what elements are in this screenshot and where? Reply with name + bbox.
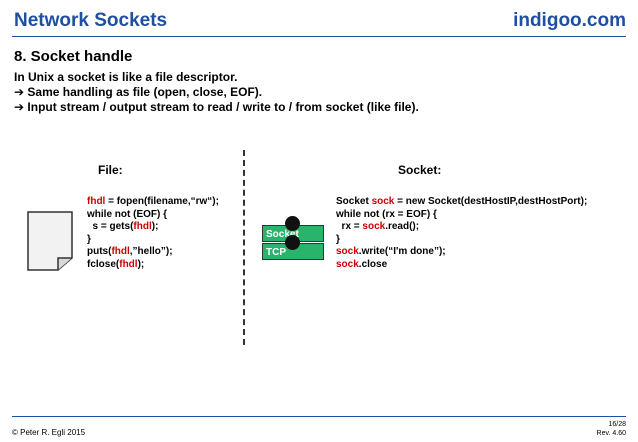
socket-code-block: Socket sock = new Socket(destHostIP,dest… <box>336 196 587 271</box>
file-handle-var: fhdl <box>133 221 152 232</box>
code-text: = new Socket(destHostIP,destHostPort); <box>394 196 588 207</box>
intro-text-line: In Unix a socket is like a file descript… <box>14 70 238 84</box>
header-divider <box>12 36 626 37</box>
file-handle-var: fhdl <box>119 258 138 270</box>
code-line: fclose(fhdl); <box>87 259 219 272</box>
file-label: File: <box>98 163 123 177</box>
copyright: © Peter R. Egli 2015 <box>12 428 86 437</box>
code-line: } <box>87 234 219 247</box>
code-text: ,”hello”); <box>129 246 173 257</box>
file-handle-var: fhdl <box>111 246 130 257</box>
page-title: Network Sockets <box>14 10 168 31</box>
code-text: rx = <box>336 221 363 232</box>
tcp-layer-label: TCP <box>266 247 286 258</box>
code-line: while not (EOF) { <box>87 209 219 222</box>
socket-layer-label: Socket <box>266 229 299 240</box>
revision: Rev. 4.60 <box>596 430 626 437</box>
document-icon <box>27 211 73 271</box>
brand-logo: indigoo.com <box>513 10 626 31</box>
code-text: .read(); <box>385 221 420 232</box>
socket-handle-var: sock <box>336 246 359 257</box>
code-line: Socket sock = new Socket(destHostIP,dest… <box>336 196 587 209</box>
code-text: ); <box>137 258 145 270</box>
intro-text-line: Same handling as file (open, close, EOF)… <box>27 85 263 99</box>
code-line: s = gets(fhdl); <box>87 221 219 234</box>
code-line: while not (rx = EOF) { <box>336 209 587 222</box>
section-heading: 8. Socket handle <box>14 48 133 65</box>
socket-label: Socket: <box>398 163 442 177</box>
code-line: } <box>336 234 587 247</box>
socket-handle-var: sock <box>336 258 359 270</box>
code-text: .write(“I'm done”); <box>358 246 446 257</box>
intro-text: In Unix a socket is like a file descript… <box>14 70 419 115</box>
column-divider <box>243 150 245 345</box>
code-text: while not (rx = EOF) { <box>336 208 437 220</box>
code-line: rx = sock.read(); <box>336 221 587 234</box>
code-text: .close <box>358 258 388 270</box>
intro-line: ➔ Input stream / output stream to read /… <box>14 100 419 115</box>
intro-text-line: Input stream / output stream to read / w… <box>27 100 419 114</box>
socket-endpoint-icon <box>285 235 300 250</box>
arrow-right-icon: ➔ <box>14 85 25 99</box>
code-text: } <box>336 233 340 245</box>
intro-line: ➔ Same handling as file (open, close, EO… <box>14 85 419 100</box>
code-line: sock.write(“I'm done”); <box>336 246 587 259</box>
code-text: puts( <box>87 246 112 257</box>
code-line: puts(fhdl,”hello”); <box>87 246 219 259</box>
socket-endpoint-icon <box>285 216 300 231</box>
page-info: 16/28 Rev. 4.60 <box>597 420 626 438</box>
intro-line: In Unix a socket is like a file descript… <box>14 70 419 85</box>
code-text: while not (EOF) { <box>87 208 167 220</box>
file-code-block: fhdl = fopen(filename,“rw“); while not (… <box>87 196 219 271</box>
socket-handle-var: sock <box>362 221 386 232</box>
page-number: 16/28 <box>608 421 626 428</box>
footer-divider <box>12 416 626 417</box>
socket-handle-var: sock <box>371 196 395 207</box>
code-text: = fopen(filename,“rw“); <box>105 196 219 207</box>
code-text: } <box>87 233 91 245</box>
arrow-right-icon: ➔ <box>14 100 25 114</box>
code-text: Socket <box>336 196 372 207</box>
code-line: fhdl = fopen(filename,“rw“); <box>87 196 219 209</box>
code-text: fclose( <box>87 258 120 270</box>
file-handle-var: fhdl <box>87 196 106 207</box>
code-text: s = gets( <box>87 221 134 232</box>
code-text: ); <box>151 221 159 232</box>
code-line: sock.close <box>336 259 587 272</box>
